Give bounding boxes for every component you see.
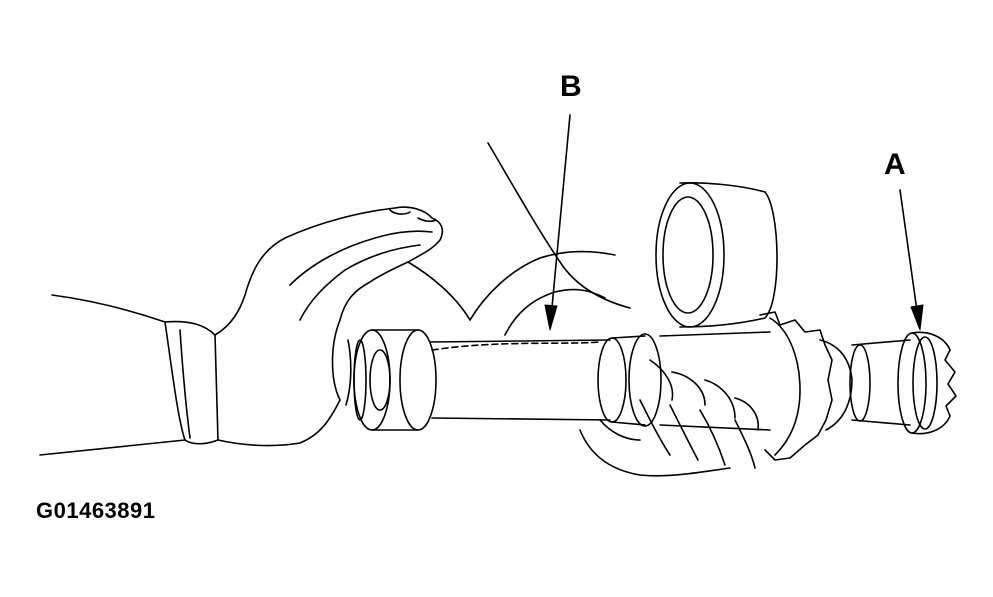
callout-b: B [560,70,582,103]
left-forearm [40,295,218,455]
callout-a: A [884,148,906,181]
shaft-right-section [660,312,910,460]
left-flange [354,330,436,430]
hose-lines [408,143,630,335]
figure-code: G01463891 [36,498,156,523]
left-hand [215,207,442,445]
shaft-tube [430,340,610,420]
end-cap [898,332,956,433]
leader-arrow-a [900,190,924,331]
leader-arrow-b [544,115,570,331]
right-hand [580,360,758,476]
center-collar [598,334,661,426]
seal-ring [656,183,777,327]
